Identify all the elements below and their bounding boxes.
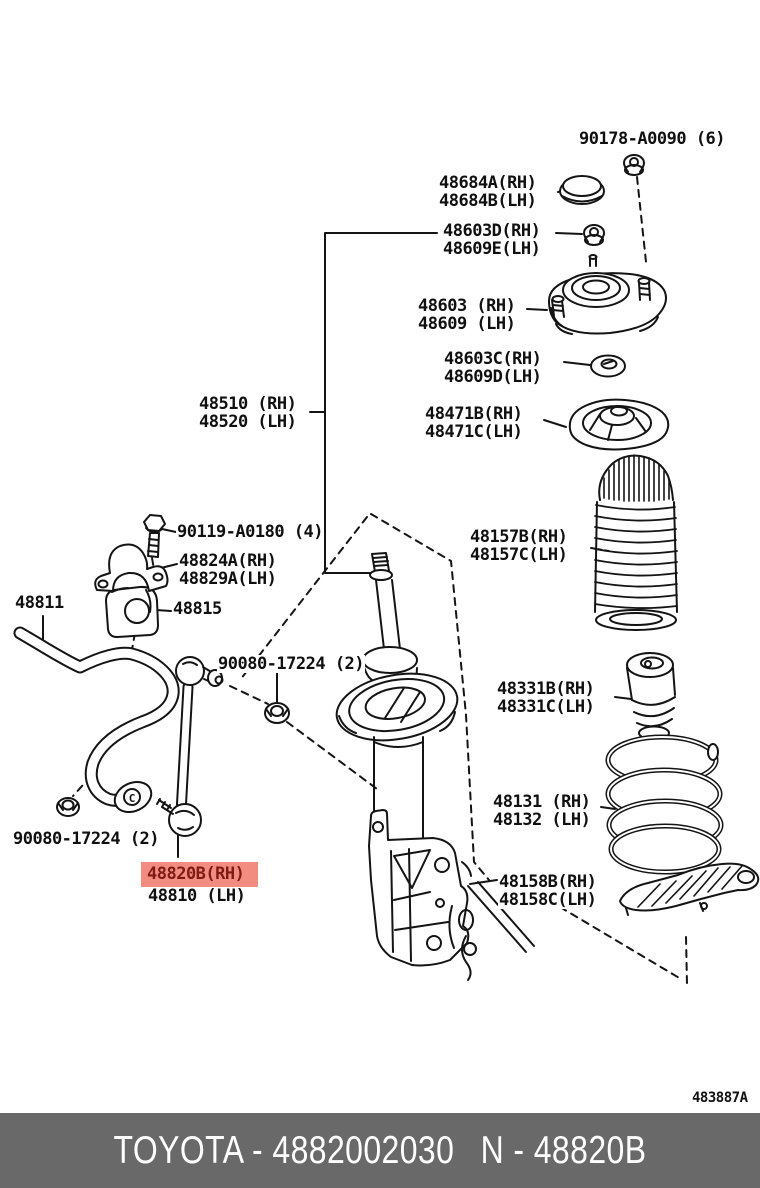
bump-stopper-drawing [626, 652, 676, 741]
cap-drawing [559, 175, 605, 205]
footer-text: TOYOTA - 4882002030 N - 48820B [114, 1129, 647, 1173]
footer-part-number: TOYOTA - 4882002030 [113, 1128, 455, 1172]
part-label-48471: 48471B(RH)48471C(LH) [424, 404, 524, 442]
part-label-line: 90080-17224 (2) [12, 829, 161, 849]
part-label-line: 90178-A0090 (6) [578, 129, 727, 149]
part-label-line: 90080-17224 (2) [217, 654, 366, 674]
part-label-line: 48158C(LH) [498, 890, 598, 910]
part-label-line: 48132 (LH) [492, 810, 592, 830]
part-label-48158: 48158B(RH)48158C(LH) [498, 872, 598, 910]
part-label-line: 48609E(LH) [442, 239, 542, 259]
footer-part-code: N - 48820B [480, 1128, 647, 1172]
part-label-48603c: 48603C(RH)48609D(LH) [443, 349, 543, 387]
part-label-48157: 48157B(RH)48157C(LH) [469, 527, 569, 565]
part-label-48824: 48824A(RH)48829A(LH) [178, 551, 278, 589]
part-label-90178: 90178-A0090 (6) [578, 129, 727, 149]
part-label-48820b: 48820B(RH) [141, 862, 259, 887]
part-label-line: 48510 (RH) [198, 394, 298, 414]
part-label-48131: 48131 (RH)48132 (LH) [492, 792, 592, 830]
coil-spring-drawing [605, 734, 724, 875]
part-label-line: 48609D(LH) [443, 367, 543, 387]
part-label-48603: 48603 (RH)48609 (LH) [417, 296, 517, 334]
lower-insulator-drawing [619, 862, 760, 916]
part-label-line: 48520 (LH) [198, 412, 298, 432]
part-label-line: 48815 [172, 599, 223, 619]
part-label-90080b: 90080-17224 (2) [12, 829, 161, 849]
bracket-drawing [94, 543, 169, 592]
part-label-line: 48158B(RH) [498, 872, 598, 892]
part-label-line: 48829A(LH) [178, 569, 278, 589]
dust-boot-drawing [594, 454, 678, 631]
part-label-line: 48157C(LH) [469, 545, 569, 565]
upper-insulator-drawing [568, 398, 670, 451]
part-label-line: 48471C(LH) [424, 422, 524, 442]
part-label-line: 48810 (LH) [147, 886, 247, 906]
part-label-90119: 90119-A0180 (4) [176, 522, 325, 542]
nut-90080b-drawing [56, 797, 80, 817]
part-label-line: 48131 (RH) [492, 792, 592, 812]
part-label-48510: 48510 (RH)48520 (LH) [198, 394, 298, 432]
part-label-line: 48603 (RH) [417, 296, 517, 316]
clamp-mark-label: C [129, 792, 136, 805]
part-label-48684: 48684A(RH)48684B(LH) [438, 173, 538, 211]
washer-drawing [590, 354, 626, 378]
part-label-line: 90119-A0180 (4) [176, 522, 325, 542]
part-label-line: 48684B(LH) [438, 191, 538, 211]
nut-90080a-drawing [264, 702, 290, 724]
part-label-line: 48811 [14, 593, 65, 613]
part-label-line: 48684A(RH) [438, 173, 538, 193]
nut-48603d-drawing [583, 224, 605, 246]
part-label-line: 48824A(RH) [178, 551, 278, 571]
footer-bar: TOYOTA - 4882002030 N - 48820B [0, 1113, 760, 1188]
part-label-48815: 48815 [172, 600, 223, 618]
part-label-90080a: 90080-17224 (2) [217, 654, 366, 674]
support-mount-drawing [548, 254, 667, 335]
part-label-line: 48603C(RH) [443, 349, 543, 369]
part-label-line: 48471B(RH) [424, 404, 524, 424]
part-label-line: 48331C(LH) [496, 697, 596, 717]
part-label-line: 48820B(RH) [141, 862, 259, 887]
shock-absorber-drawing [335, 552, 470, 967]
diagram-reference-code: 483887A [692, 1090, 748, 1106]
bolt-drawing [143, 514, 166, 558]
stabilizer-bar-drawing: C [13, 626, 180, 814]
part-label-48810: 48810 (LH) [147, 886, 247, 906]
part-label-line: 48157B(RH) [469, 527, 569, 547]
knuckle-fragment-drawing [448, 861, 535, 981]
part-label-48603d: 48603D(RH)48609E(LH) [442, 221, 542, 259]
bushing-drawing [105, 585, 159, 638]
part-label-line: 48609 (LH) [417, 314, 517, 334]
part-label-line: 48331B(RH) [496, 679, 596, 699]
part-label-line: 48603D(RH) [442, 221, 542, 241]
part-label-48811: 48811 [14, 594, 65, 612]
stabilizer-link-drawing [156, 656, 224, 837]
nut-90178-drawing [623, 154, 645, 176]
part-label-48331: 48331B(RH)48331C(LH) [496, 679, 596, 717]
